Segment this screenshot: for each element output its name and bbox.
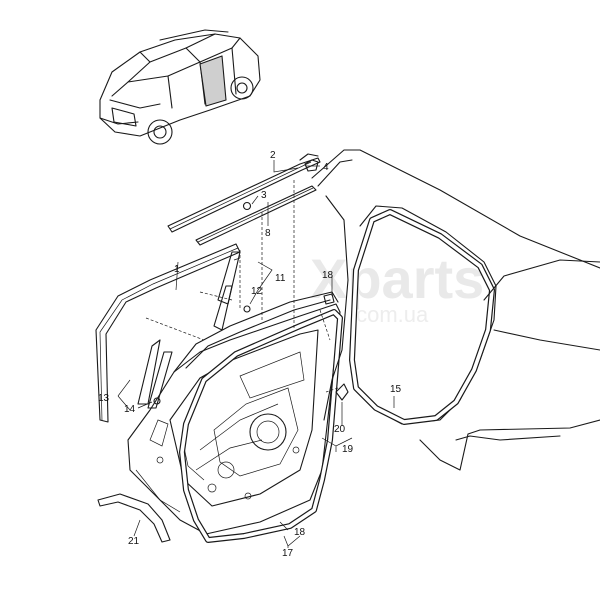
callout-13: 13 bbox=[98, 393, 110, 404]
leader-lines bbox=[117, 160, 395, 548]
door-seal bbox=[179, 293, 343, 543]
window-channel-trims bbox=[95, 243, 251, 423]
callout-3: 3 bbox=[261, 190, 267, 201]
callout-19: 19 bbox=[342, 444, 354, 455]
callout-labels: 2 4 3 8 1 11 12 18 13 14 15 20 19 18 17 … bbox=[98, 150, 402, 559]
callout-2: 2 bbox=[270, 150, 276, 161]
watermark-domain: .com.ua bbox=[350, 302, 429, 327]
callout-18-clip: 18 bbox=[322, 270, 334, 281]
callout-1: 1 bbox=[174, 264, 180, 275]
callout-17: 17 bbox=[282, 548, 294, 559]
watermark-brand: Xparts bbox=[310, 247, 484, 310]
vehicle-thumbnail bbox=[99, 29, 261, 145]
callout-12: 12 bbox=[251, 286, 263, 297]
callout-18-seal: 18 bbox=[294, 527, 306, 538]
callout-11: 11 bbox=[275, 273, 286, 284]
body-side bbox=[311, 149, 600, 471]
callout-20: 20 bbox=[334, 424, 346, 435]
callout-8: 8 bbox=[265, 228, 271, 239]
door-assembly bbox=[127, 291, 341, 535]
callout-4: 4 bbox=[323, 162, 329, 173]
callout-14: 14 bbox=[124, 404, 136, 415]
callout-21: 21 bbox=[128, 536, 140, 547]
wheel-arch-trim bbox=[97, 493, 171, 543]
upper-trim-strips bbox=[167, 153, 321, 246]
callout-15: 15 bbox=[390, 384, 402, 395]
assembly-lines bbox=[145, 180, 339, 393]
